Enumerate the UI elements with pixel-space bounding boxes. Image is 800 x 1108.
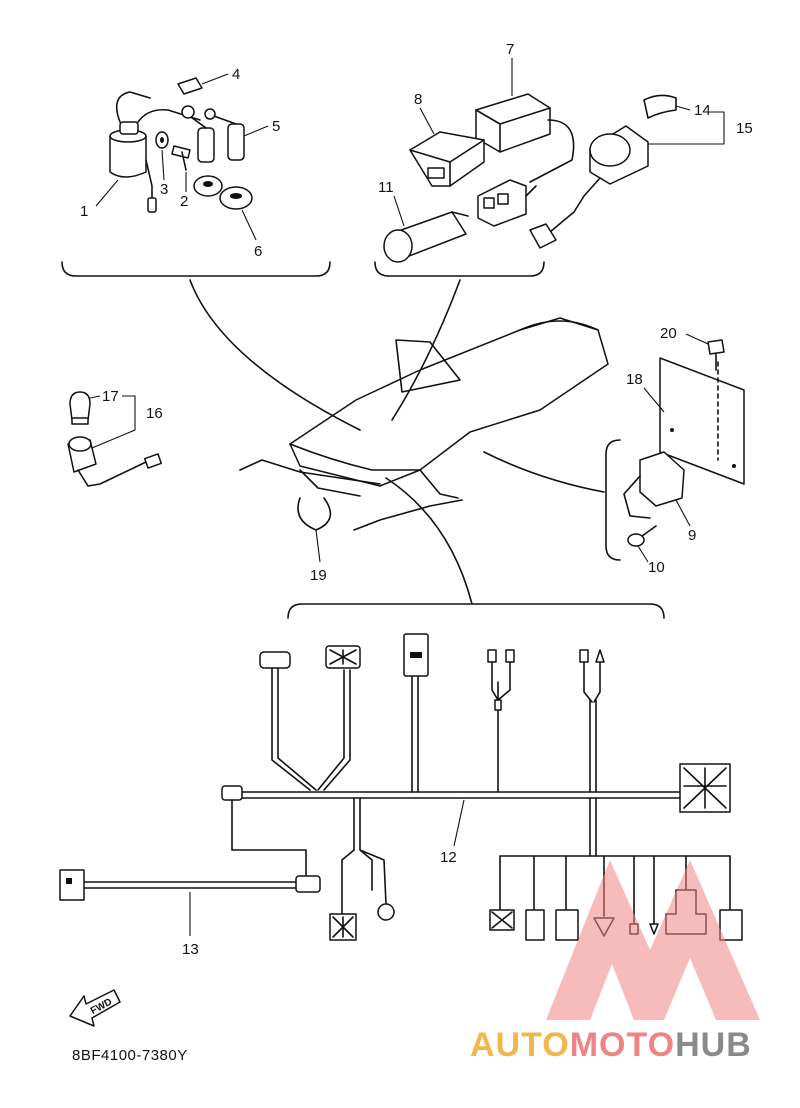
bolt-2-icon [171,145,191,171]
connector-icon [477,179,537,227]
callout-10: 10 [648,559,665,576]
main-switch-icon [529,94,677,249]
washer-3-icon [155,131,169,149]
part-code: 8BF4100-7380Y [72,1047,188,1064]
callout-1: 1 [80,203,88,220]
fwd-arrow-icon [69,989,121,1027]
leader-3 [161,149,165,181]
leader-10 [637,545,649,563]
leader-6 [241,209,257,241]
callout-12: 12 [440,849,457,866]
callout-15: 15 [736,120,753,137]
leader-8 [419,107,435,135]
callout-13: 13 [182,941,199,958]
leader-11 [393,195,405,227]
callout-6: 6 [254,243,262,260]
headlight-socket-16-icon [67,436,163,487]
leader-20 [685,333,709,345]
callout-17: 17 [102,388,119,405]
callout-11: 11 [378,179,394,196]
leader-harness [385,477,473,605]
ignition-coil-icon [109,91,201,213]
leader-right [391,279,461,421]
bulb-17-icon [69,391,91,425]
leader-19 [315,529,321,563]
callout-16: 16 [146,405,163,422]
callout-19: 19 [310,567,327,584]
leader-18 [643,387,665,413]
coupler-cover-8-icon [409,131,485,187]
bolt-20-icon [707,339,725,371]
fwd-label: FWD [89,997,114,1017]
bracket-left-group [61,261,331,277]
leader-left [189,279,361,431]
callout-7: 7 [506,41,514,58]
bracket-18-icon [659,357,745,485]
leader-5 [243,125,269,137]
snowmobile-icon [239,317,609,531]
leader-cdi [483,451,605,493]
brand-auto: AUTO [470,1026,570,1064]
regulator-9-icon [623,451,685,519]
callout-3: 3 [160,181,168,198]
plug-cap-icon [181,105,245,163]
bracket-15 [648,111,725,145]
leader-14 [675,105,691,111]
clamp-4-icon [177,77,203,95]
bracket-cdi-group [605,439,621,561]
cdi-unit-icon [475,93,575,183]
callout-9: 9 [688,527,696,544]
leader-17 [89,395,101,399]
bracket-right-group [374,261,545,277]
bolt-10-icon [627,525,657,547]
clamp-19-icon [297,497,332,531]
grommet-6-icon [193,175,253,210]
callout-20: 20 [660,325,677,342]
bracket-harness [287,603,665,619]
brand-logo: AUTOMOTOHUB [470,1026,800,1066]
resistor-11-icon [383,211,469,263]
leader-12 [453,799,465,847]
callout-8: 8 [414,91,422,108]
callout-5: 5 [272,118,280,135]
leader-1 [95,179,119,207]
sub-harness-icon [59,869,297,901]
callout-14: 14 [694,102,711,119]
callout-18: 18 [626,371,643,388]
leader-9 [675,499,691,527]
brand-moto: MOTO [569,1026,676,1064]
callout-4: 4 [232,66,240,83]
bracket-16 [91,395,136,449]
brand-hub: HUB [675,1026,752,1064]
leader-4 [201,73,229,85]
wire-harness-icon [221,633,743,941]
callout-2: 2 [180,193,188,210]
